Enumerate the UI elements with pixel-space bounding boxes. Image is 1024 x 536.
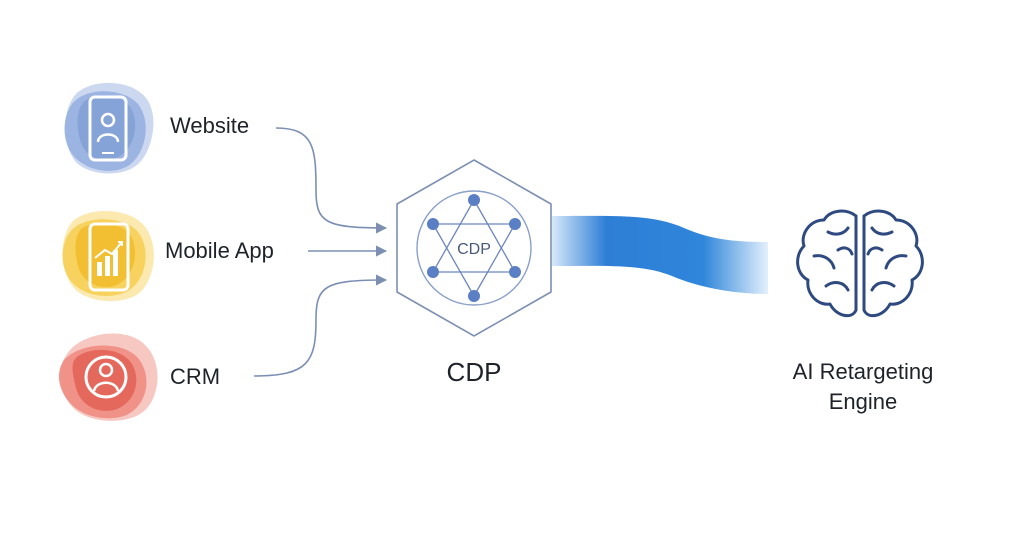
source-mobile-app: Mobile App <box>62 210 388 302</box>
source-label-mobile-app: Mobile App <box>165 238 274 263</box>
cdp-outer-ring <box>416 190 532 306</box>
smartphone-user-icon <box>64 82 154 174</box>
source-label-website: Website <box>170 113 249 138</box>
cdp-title: CDP <box>447 357 502 387</box>
user-circle-icon <box>58 333 158 421</box>
cdp-hexagon <box>396 159 552 337</box>
connector-website <box>275 127 388 234</box>
ai-retargeting-engine: AI Retargeting Engine <box>793 209 934 414</box>
phone-chart-icon <box>62 210 154 302</box>
cdp-hub: CDP CDP <box>396 159 552 387</box>
cdp-inner-label: CDP <box>457 241 491 258</box>
network-nodes <box>427 194 521 302</box>
source-website: Website <box>64 82 388 234</box>
data-flow-band <box>552 215 768 294</box>
network-icon <box>431 198 517 298</box>
engine-title-line1: AI Retargeting <box>793 359 934 384</box>
source-label-crm: CRM <box>170 364 220 389</box>
source-crm: CRM <box>58 274 388 421</box>
engine-title-line2: Engine <box>829 389 898 414</box>
connector-crm <box>253 274 388 377</box>
brain-icon <box>796 209 924 318</box>
